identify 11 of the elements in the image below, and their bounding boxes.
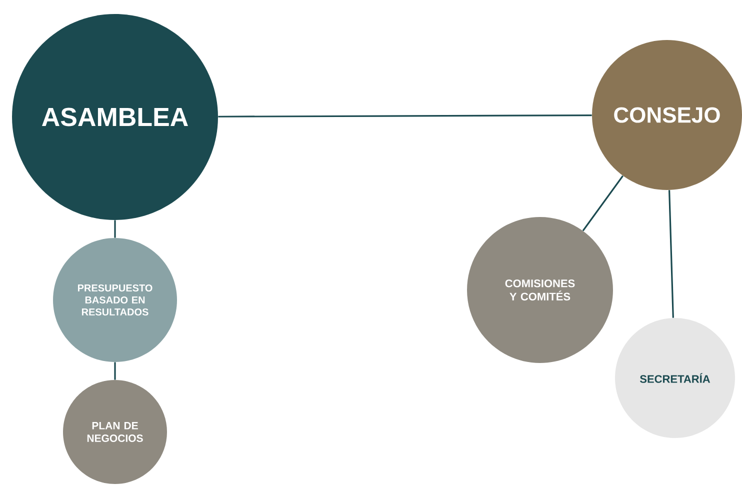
- connector-line: [668, 190, 674, 318]
- circle-node: PLAN DE NEGOCIOS: [63, 380, 167, 484]
- circle-node: ASAMBLEA: [12, 14, 218, 220]
- connector-line: [582, 175, 624, 232]
- connector-line: [114, 362, 116, 380]
- connector-line: [218, 114, 592, 118]
- connector-line: [114, 220, 116, 238]
- circle-node: CONSEJO: [592, 40, 742, 190]
- circle-node: PRESUPUESTO BASADO EN RESULTADOS: [53, 238, 177, 362]
- circle-node: COMISIONES Y COMITÉS: [467, 217, 613, 363]
- circle-node: SECRETARÍA: [615, 318, 735, 438]
